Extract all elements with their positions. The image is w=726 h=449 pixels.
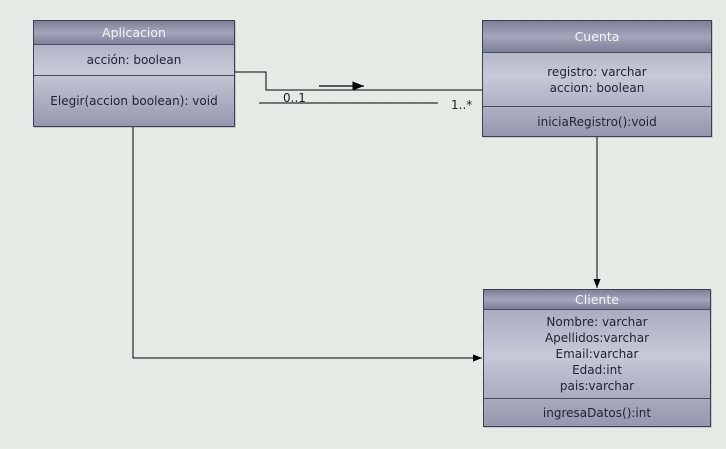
- attribute: registro: varchar: [547, 64, 647, 79]
- attribute: accion: boolean: [549, 80, 645, 95]
- class-cliente-title: Cliente: [575, 291, 619, 307]
- class-cuenta[interactable]: Cuenta registro: varchar accion: boolean…: [482, 20, 712, 137]
- attribute: Apellidos:varchar: [544, 331, 650, 345]
- attribute: Edad:int: [572, 363, 622, 377]
- class-cuenta-operations: iniciaRegistro():void: [483, 107, 711, 136]
- class-aplicacion[interactable]: Aplicacion acción: boolean Elegir(accion…: [33, 20, 235, 127]
- attribute: Email:varchar: [555, 347, 639, 361]
- class-cuenta-attributes: registro: varchar accion: boolean: [483, 53, 711, 107]
- multiplicity-source: 0..1: [283, 91, 306, 105]
- multiplicity-target: 1..*: [451, 98, 473, 112]
- class-aplicacion-attributes: acción: boolean: [34, 45, 234, 76]
- dependency-aplicacion-cliente: [132, 126, 482, 362]
- operation: Elegir(accion boolean): void: [50, 94, 218, 108]
- operation: iniciaRegistro():void: [537, 114, 657, 129]
- attribute: acción: boolean: [86, 53, 182, 67]
- operation: ingresaDatos():int: [542, 405, 652, 420]
- attribute: Nombre: varchar: [546, 315, 648, 329]
- class-cliente-name: Cliente: [484, 290, 710, 310]
- class-cliente[interactable]: Cliente Nombre: varchar Apellidos:varcha…: [483, 289, 711, 427]
- class-cliente-operations: ingresaDatos():int: [484, 399, 710, 426]
- class-aplicacion-title: Aplicacion: [102, 24, 166, 40]
- association-aplicacion-cuenta: [234, 71, 483, 91]
- class-cliente-attributes: Nombre: varchar Apellidos:varchar Email:…: [484, 310, 710, 399]
- class-cuenta-name: Cuenta: [483, 21, 711, 53]
- class-aplicacion-operations: Elegir(accion boolean): void: [34, 76, 234, 126]
- class-cuenta-title: Cuenta: [574, 28, 620, 44]
- class-aplicacion-name: Aplicacion: [34, 21, 234, 45]
- attribute: pais:varchar: [559, 379, 635, 393]
